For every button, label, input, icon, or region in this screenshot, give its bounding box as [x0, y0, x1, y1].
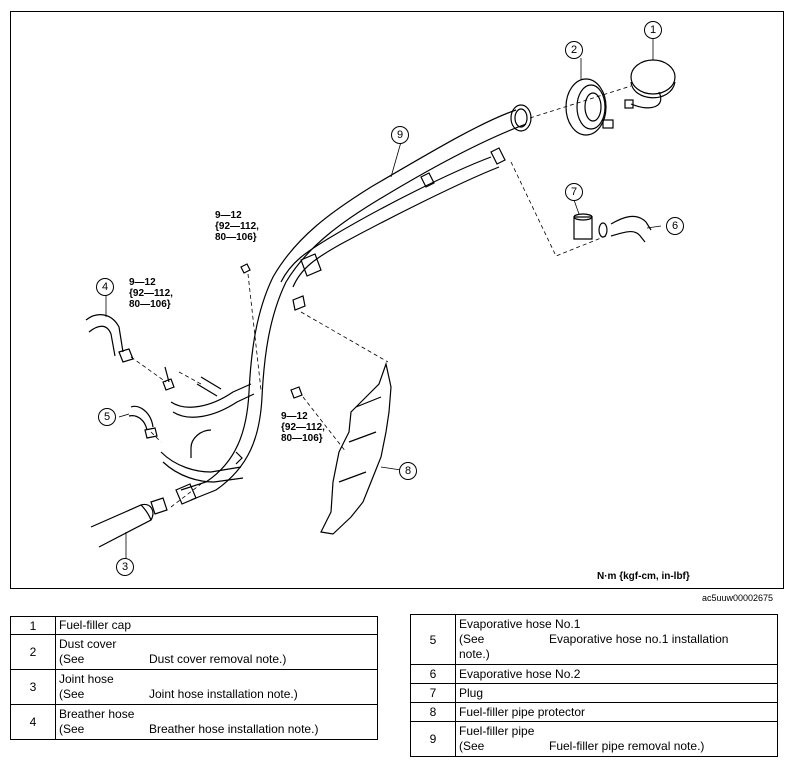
fuel-filler-cap — [624, 59, 676, 109]
parts-table-left: 1 Fuel-filler cap 2 Dust cover (See Dust … — [10, 616, 378, 740]
callout-2: 2 — [565, 41, 583, 59]
part-name: Dust cover — [59, 637, 117, 651]
callout-9: 9 — [391, 126, 409, 144]
see-prefix: (See — [59, 652, 85, 666]
torque-spec-left: 9—12 {92—112, 80—106} — [129, 277, 173, 310]
part-number: 2 — [10, 634, 56, 670]
breather-hose — [85, 314, 134, 363]
torque-value-inlbf: 80—106} — [281, 433, 323, 444]
torque-value-kgf: {92—112, — [281, 422, 325, 433]
unit-label: N·m {kgf-cm, in-lbf} — [597, 571, 690, 582]
torque-spec-lower: 9—12 {92—112, 80—106} — [281, 411, 325, 444]
dashed-lines — [130, 85, 632, 508]
callout-1: 1 — [644, 21, 662, 39]
part-name: Fuel-filler pipe — [459, 724, 535, 738]
callout-4: 4 — [96, 278, 114, 296]
table-row: 4 Breather hose (See Breather hose instal… — [10, 704, 378, 740]
part-number: 4 — [10, 704, 56, 740]
callout-7: 7 — [565, 183, 583, 201]
see-link[interactable]: Evaporative hose no.1 installation — [549, 632, 729, 646]
part-name: Plug — [455, 683, 778, 703]
plug-and-hose — [573, 213, 652, 243]
torque-value-inlbf: 80—106} — [129, 299, 171, 310]
callout-leaders — [105, 38, 662, 560]
part-name: Breather hose — [59, 707, 135, 721]
lower-tubes — [160, 376, 255, 505]
part-number: 5 — [410, 614, 456, 665]
see-link-cont: note.) — [459, 647, 490, 661]
torque-value: 9—12 — [129, 277, 156, 288]
pipe-protector — [320, 361, 392, 535]
callout-6: 6 — [666, 217, 684, 235]
table-row: 3 Joint hose (See Joint hose installation… — [10, 669, 378, 705]
exploded-diagram: 1 2 9 7 6 4 5 8 3 9—12 {92—112, 80—106} … — [10, 11, 784, 589]
part-number: 7 — [410, 683, 456, 703]
table-row: 8 Fuel-filler pipe protector — [410, 702, 778, 722]
part-name: Joint hose — [59, 672, 114, 686]
part-name: Evaporative hose No.2 — [455, 664, 778, 684]
evap-hose-1 — [128, 405, 158, 439]
torque-value-kgf: {92—112, — [215, 221, 259, 232]
image-code: ac5uuw00002675 — [702, 593, 774, 603]
torque-value: 9—12 — [215, 210, 242, 221]
part-name: Fuel-filler pipe protector — [455, 702, 778, 722]
callout-8: 8 — [399, 462, 417, 480]
torque-spec-upper: 9—12 {92—112, 80—106} — [215, 210, 259, 243]
see-link[interactable]: Joint hose installation note.) — [149, 687, 298, 701]
see-prefix: (See — [459, 632, 485, 646]
torque-value: 9—12 — [281, 411, 308, 422]
bolts — [162, 263, 303, 399]
part-number: 8 — [410, 702, 456, 722]
see-link[interactable]: Dust cover removal note.) — [149, 652, 287, 666]
see-prefix: (See — [59, 687, 85, 701]
callout-5: 5 — [98, 408, 116, 426]
table-row: 1 Fuel-filler cap — [10, 616, 378, 635]
table-row: 6 Evaporative hose No.2 — [410, 664, 778, 684]
table-row: 5 Evaporative hose No.1 (See Evaporative … — [410, 614, 778, 665]
see-link[interactable]: Fuel-filler pipe removal note.) — [549, 739, 705, 753]
torque-value-kgf: {92—112, — [129, 288, 173, 299]
table-row: 7 Plug — [410, 683, 778, 703]
see-prefix: (See — [59, 722, 85, 736]
table-row: 9 Fuel-filler pipe (See Fuel-filler pipe … — [410, 721, 778, 757]
part-name: Evaporative hose No.1 — [459, 617, 581, 631]
part-number: 3 — [10, 669, 56, 705]
see-link[interactable]: Breather hose installation note.) — [149, 722, 319, 736]
fuel-filler-pipe — [180, 104, 532, 501]
see-prefix: (See — [459, 739, 485, 753]
part-number: 1 — [10, 616, 56, 635]
part-name: Fuel-filler cap — [55, 616, 378, 635]
callout-3: 3 — [116, 558, 134, 576]
diagram-drawing — [85, 38, 676, 560]
torque-value-inlbf: 80—106} — [215, 232, 257, 243]
part-number: 9 — [410, 721, 456, 757]
dust-cover — [565, 78, 614, 136]
part-number: 6 — [410, 664, 456, 684]
joint-hose — [90, 497, 168, 548]
table-row: 2 Dust cover (See Dust cover removal note… — [10, 634, 378, 670]
